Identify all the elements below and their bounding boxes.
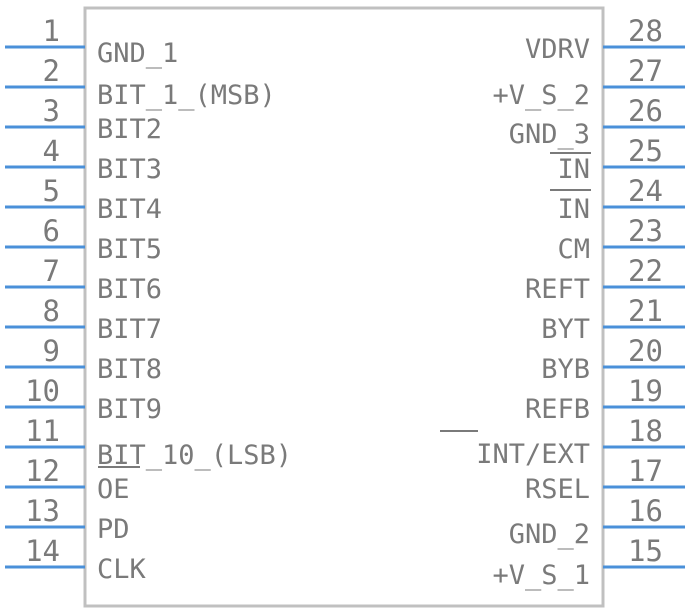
pin-name-28: VDRV [525, 34, 590, 65]
pin-number-22: 22 [628, 254, 663, 288]
pin-number-18: 18 [628, 414, 663, 448]
pin-name-3: BIT2 [97, 114, 162, 145]
pin-number-1: 1 [43, 14, 60, 48]
pin-number-24: 24 [628, 174, 663, 208]
pin-number-20: 20 [628, 334, 663, 368]
pin-name-16: GND_2 [509, 519, 590, 550]
pin-name-27: +V_S_2 [492, 80, 590, 111]
pin-number-4: 4 [43, 134, 60, 168]
pin-name-25: IN [557, 154, 590, 185]
pin-name-15: +V_S_1 [492, 560, 590, 591]
pin-name-6: BIT5 [97, 234, 162, 265]
pin-name-26: GND_3 [509, 119, 590, 150]
pin-number-27: 27 [628, 54, 663, 88]
pin-number-3: 3 [43, 94, 60, 128]
pin-name-14: CLK [97, 554, 147, 585]
pin-name-19: REFB [525, 394, 590, 425]
pin-name-24: IN [557, 194, 590, 225]
pin-name-4: BIT3 [97, 154, 162, 185]
pin-number-16: 16 [628, 494, 663, 528]
pin-name-10: BIT9 [97, 394, 162, 425]
pin-number-2: 2 [43, 54, 60, 88]
pin-name-12: OE [97, 474, 130, 505]
pin-number-23: 23 [628, 214, 663, 248]
pin-number-7: 7 [43, 254, 60, 288]
pin-number-17: 17 [628, 454, 663, 488]
pin-name-5: BIT4 [97, 194, 162, 225]
pin-number-10: 10 [25, 374, 60, 408]
pin-number-26: 26 [628, 94, 663, 128]
pin-name-18: INT/EXT [476, 439, 590, 470]
pin-number-12: 12 [25, 454, 60, 488]
pin-number-13: 13 [25, 494, 60, 528]
pin-name-11: BIT_10_(LSB) [97, 440, 292, 471]
pin-name-2: BIT_1_(MSB) [97, 80, 276, 111]
pin-name-20: BYB [541, 354, 590, 385]
pin-name-23: CM [557, 234, 590, 265]
pin-name-7: BIT6 [97, 274, 162, 305]
pin-number-15: 15 [628, 534, 663, 568]
pin-number-21: 21 [628, 294, 663, 328]
pin-number-9: 9 [43, 334, 60, 368]
pin-number-28: 28 [628, 14, 663, 48]
pin-number-8: 8 [43, 294, 60, 328]
ic-body-outline [83, 6, 605, 608]
pin-name-1: GND_1 [97, 38, 178, 69]
pin-number-11: 11 [25, 414, 60, 448]
pin-name-21: BYT [541, 314, 590, 345]
pin-number-14: 14 [25, 534, 60, 568]
pin-name-8: BIT7 [97, 314, 162, 345]
pin-name-17: RSEL [525, 474, 590, 505]
active-low-overbars [98, 152, 591, 468]
pin-number-25: 25 [628, 134, 663, 168]
pin-name-13: PD [97, 514, 130, 545]
pin-number-5: 5 [43, 174, 60, 208]
pin-number-19: 19 [628, 374, 663, 408]
pin-name-9: BIT8 [97, 354, 162, 385]
pin-name-22: REFT [525, 274, 590, 305]
pin-number-6: 6 [43, 214, 60, 248]
